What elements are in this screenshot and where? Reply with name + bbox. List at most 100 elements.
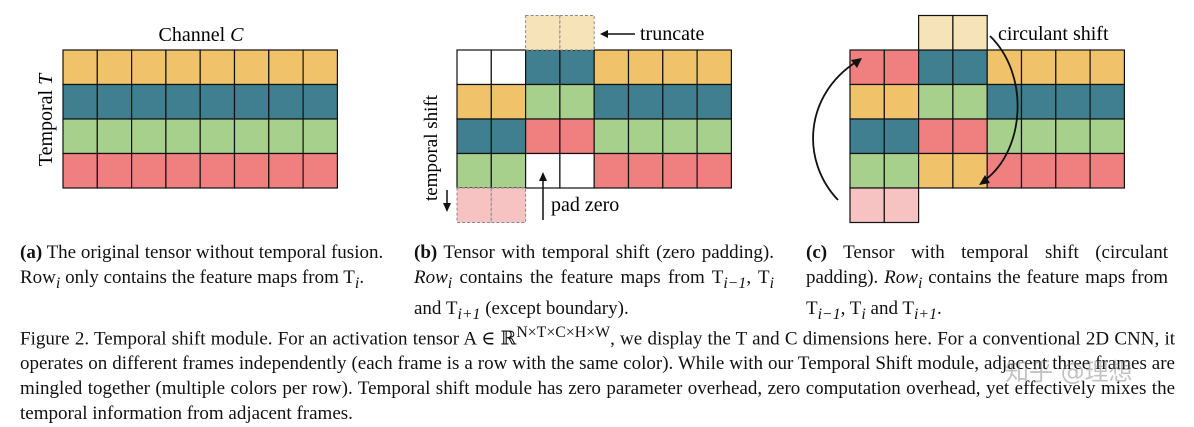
truncated-cell: [952, 14, 988, 51]
tensor-cell: [490, 49, 527, 86]
tensor-cell: [233, 49, 270, 86]
tensor-cell: [62, 83, 98, 120]
caption-c: (c) Tensor with temporal shift (circulan…: [806, 242, 1168, 323]
tensor-cell: [268, 118, 304, 155]
tensor-cell: [593, 49, 630, 86]
tensor-cell: [199, 83, 236, 120]
tensor-cell: [952, 49, 988, 86]
tensor-cell: [131, 152, 167, 189]
truncate-arrow: [600, 30, 635, 38]
tensor-cell: [302, 83, 339, 120]
tensor-cell: [96, 152, 133, 189]
tensor-cell: [1020, 152, 1057, 189]
tensor-cell: [490, 83, 527, 120]
tensor-cell: [524, 83, 561, 120]
tensor-cell: [456, 152, 492, 189]
truncated-cell: [883, 187, 920, 224]
truncate-label: truncate: [640, 23, 705, 45]
tensor-cell: [883, 118, 920, 155]
pad-zero-label: pad zero: [551, 194, 619, 216]
tensor-cell: [849, 118, 885, 155]
tensor-cell: [524, 49, 561, 86]
tensor-cell: [696, 83, 732, 120]
tensor-cell: [627, 49, 664, 86]
tensor-cell: [302, 118, 339, 155]
tensor-cell: [952, 83, 988, 120]
tensor-cell: [131, 118, 167, 155]
tensor-cell: [165, 83, 201, 120]
tensor-cell: [1089, 49, 1125, 86]
tensor-cell: [917, 152, 954, 189]
figure-caption: Figure 2. Temporal shift module. For an …: [20, 324, 1176, 425]
tensor-cell: [917, 83, 954, 120]
tensor-cell: [593, 83, 630, 120]
tensor-cell: [1020, 49, 1057, 86]
tensor-cell: [1089, 118, 1125, 155]
tensor-cell: [1055, 118, 1091, 155]
panel-c-circulant-padding: [849, 14, 1125, 224]
tensor-cell: [696, 49, 732, 86]
tensor-cell: [662, 49, 698, 86]
caption-b: (b) Tensor with temporal shift (zero pad…: [414, 242, 774, 323]
tensor-cell: [165, 118, 201, 155]
tensor-cell: [917, 49, 954, 86]
tensor-cell: [662, 83, 698, 120]
temporal-label: Temporal T: [35, 72, 57, 166]
tensor-cell: [268, 49, 304, 86]
tensor-cell: [131, 49, 167, 86]
tensor-cell: [1055, 152, 1091, 189]
tensor-cell: [302, 152, 339, 189]
panel-b-zero-padding: [456, 15, 732, 223]
tensor-cell: [1020, 83, 1057, 120]
tensor-cell: [131, 83, 167, 120]
tensor-cell: [62, 49, 98, 86]
tensor-cell: [165, 49, 201, 86]
tensor-cell: [490, 152, 527, 189]
tensor-cell: [986, 152, 1023, 189]
tensor-cell: [593, 152, 630, 189]
tensor-cell: [559, 83, 595, 120]
temporal-shift-label: temporal shift: [421, 94, 442, 201]
truncated-cell: [559, 15, 595, 51]
tensor-cell: [1089, 152, 1125, 189]
tensor-cell: [96, 118, 133, 155]
tensor-cell: [1020, 118, 1057, 155]
figure-diagram: Channel C Temporal T truncate pad zero t…: [35, 14, 1125, 224]
tensor-cell: [849, 83, 885, 120]
tensor-cell: [883, 152, 920, 189]
truncated-cell: [525, 15, 561, 51]
circulant-arrow-left: [812, 58, 862, 201]
tensor-cell: [696, 152, 732, 189]
truncated-cell: [490, 187, 527, 223]
tensor-cell: [62, 152, 98, 189]
tensor-cell: [96, 49, 133, 86]
tensor-cell: [456, 83, 492, 120]
tensor-cell: [627, 152, 664, 189]
tensor-cell: [302, 49, 339, 86]
tensor-cell: [696, 118, 732, 155]
tensor-cell: [199, 118, 236, 155]
tensor-cell: [62, 118, 98, 155]
tensor-cell: [883, 83, 920, 120]
tensor-cell: [233, 83, 270, 120]
tensor-cell: [456, 49, 492, 86]
tensor-cell: [662, 118, 698, 155]
watermark: 知乎 @理想: [1005, 358, 1133, 386]
circulant-arrow-right: [979, 35, 1019, 185]
temporal-shift-arrow: [443, 190, 451, 212]
pad-zero-arrow: [539, 172, 547, 220]
tensor-cell: [268, 83, 304, 120]
tensor-cell: [233, 152, 270, 189]
tensor-cell: [883, 49, 920, 86]
truncated-cell: [917, 14, 954, 51]
tensor-cell: [559, 152, 595, 189]
tensor-cell: [456, 118, 492, 155]
tensor-cell: [627, 83, 664, 120]
panel-a-original-tensor: [62, 49, 339, 189]
tensor-cell: [849, 49, 885, 86]
tensor-cell: [96, 83, 133, 120]
tensor-cell: [559, 49, 595, 86]
tensor-cell: [559, 118, 595, 155]
circulant-shift-label: circulant shift: [998, 23, 1109, 45]
tensor-cell: [1055, 83, 1091, 120]
